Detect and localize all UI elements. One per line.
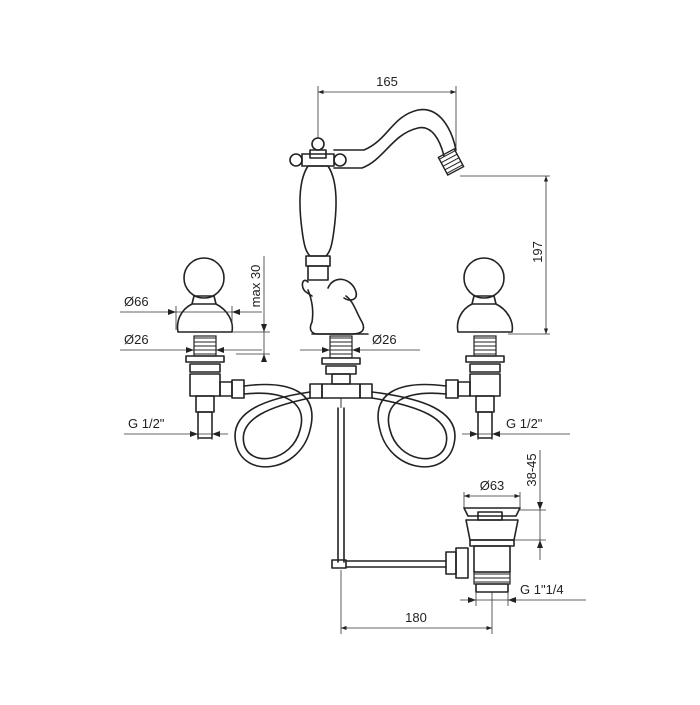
right-valve (445, 257, 514, 439)
dim-label-center-o26: Ø26 (372, 332, 397, 347)
center-shank (321, 335, 361, 569)
dim-left-connection: G 1/2" (124, 416, 228, 440)
dim-spout-reach: 165 (317, 74, 457, 148)
spout-arm (333, 108, 457, 151)
dim-handle-diameter: Ø66 (120, 294, 262, 330)
dim-label-180: 180 (405, 610, 427, 625)
dim-label-38-45: 38-45 (524, 453, 539, 486)
finial-knob (311, 137, 325, 151)
dim-right-connection: G 1/2" (462, 416, 570, 440)
dim-label-165: 165 (376, 74, 398, 89)
dim-spout-height: 197 (460, 175, 550, 335)
dim-label-right-g12: G 1/2" (506, 416, 543, 431)
pop-up-waste (345, 507, 521, 593)
dim-drain-offset: 180 (340, 570, 493, 634)
dim-left-shank: Ø26 (120, 332, 262, 353)
dim-drain-height: 38-45 (514, 450, 546, 560)
dim-label-max30: max 30 (248, 265, 263, 308)
dim-label-o66: Ø66 (124, 294, 149, 309)
left-flex-hose (234, 383, 313, 468)
dim-label-g114: G 1"1/4 (520, 582, 564, 597)
dim-label-left-g12: G 1/2" (128, 416, 165, 431)
dim-label-left-o26: Ø26 (124, 332, 149, 347)
left-valve (176, 257, 245, 439)
right-flex-hose (371, 383, 456, 468)
drain-cap (463, 507, 521, 517)
spout-nozzle (437, 147, 465, 177)
dim-label-197: 197 (530, 241, 545, 263)
baluster-body (299, 165, 337, 257)
right-handle-ball (463, 257, 505, 299)
dim-label-o63: Ø63 (480, 478, 505, 493)
left-handle-base (176, 303, 234, 333)
dim-center-shank: Ø26 (300, 332, 420, 353)
spout-assembly (289, 108, 465, 335)
dim-handle-clearance: max 30 (232, 256, 270, 362)
dim-drain-connection: G 1"1/4 (460, 582, 586, 606)
lever-handle (301, 279, 313, 297)
right-handle-base (456, 303, 514, 333)
left-handle-ball (183, 257, 225, 299)
dim-drain-cap: Ø63 (463, 478, 521, 508)
